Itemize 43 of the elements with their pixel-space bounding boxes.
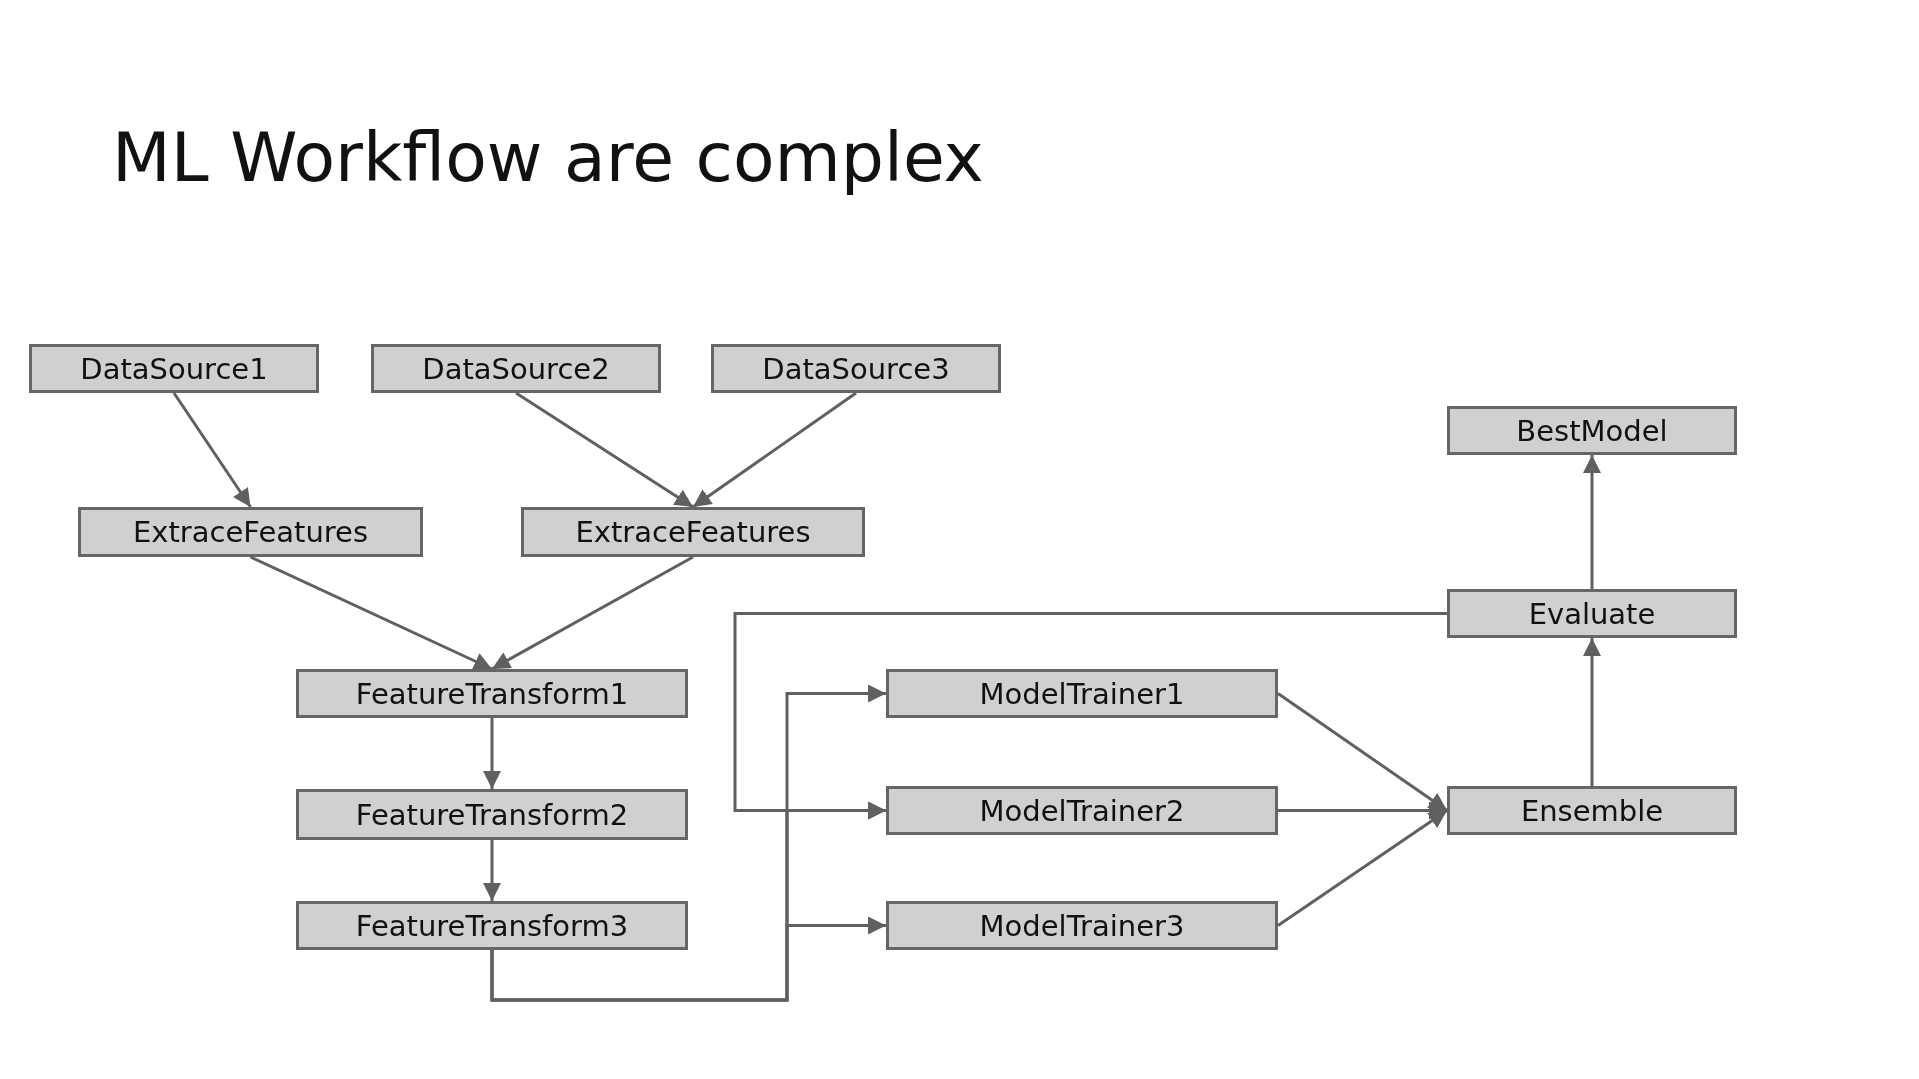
- process-box: [1447, 589, 1737, 638]
- box-label: ExtraceFeatures: [133, 515, 368, 549]
- process-box: [371, 344, 661, 393]
- arrow: [1583, 638, 1601, 786]
- process-box: [296, 901, 688, 950]
- arrow: [733, 612, 1447, 820]
- arrow: [491, 555, 694, 671]
- arrow: [1277, 809, 1448, 927]
- process-box: [29, 344, 319, 393]
- arrow: [515, 391, 694, 509]
- process-box: [1447, 406, 1737, 455]
- box-label: DataSource2: [422, 351, 610, 386]
- box-label: FeatureTransform1: [355, 676, 629, 711]
- process-box: [78, 507, 423, 557]
- box-label: Evaluate: [1528, 596, 1656, 631]
- box-label: DataSource3: [762, 351, 950, 386]
- box-label: DataSource1: [80, 351, 268, 386]
- arrow: [692, 391, 857, 509]
- process-box: [296, 669, 688, 718]
- process-box: [886, 786, 1278, 835]
- box-label: Ensemble: [1520, 793, 1664, 828]
- box-label: FeatureTransform2: [355, 797, 629, 832]
- arrow: [1583, 455, 1601, 589]
- process-box: [711, 344, 1001, 393]
- box-label: BestModel: [1516, 413, 1668, 448]
- process-box: [886, 669, 1278, 718]
- process-box: [296, 789, 688, 840]
- box-label: ModelTrainer2: [979, 793, 1185, 828]
- arrow: [249, 555, 493, 671]
- process-box: [521, 507, 865, 557]
- arrow: [483, 718, 501, 789]
- box-label: ExtraceFeatures: [575, 515, 811, 549]
- slide-title: ML Workflow are complex: [112, 118, 984, 197]
- process-box: [1447, 786, 1737, 835]
- process-box: [886, 901, 1278, 950]
- arrow: [172, 392, 252, 508]
- arrow: [1277, 692, 1448, 812]
- box-label: FeatureTransform3: [355, 908, 629, 943]
- box-label: ModelTrainer3: [979, 908, 1185, 943]
- box-label: ModelTrainer1: [979, 676, 1185, 711]
- arrow: [1278, 801, 1447, 820]
- arrow: [483, 840, 501, 901]
- arrow: [490, 916, 886, 1002]
